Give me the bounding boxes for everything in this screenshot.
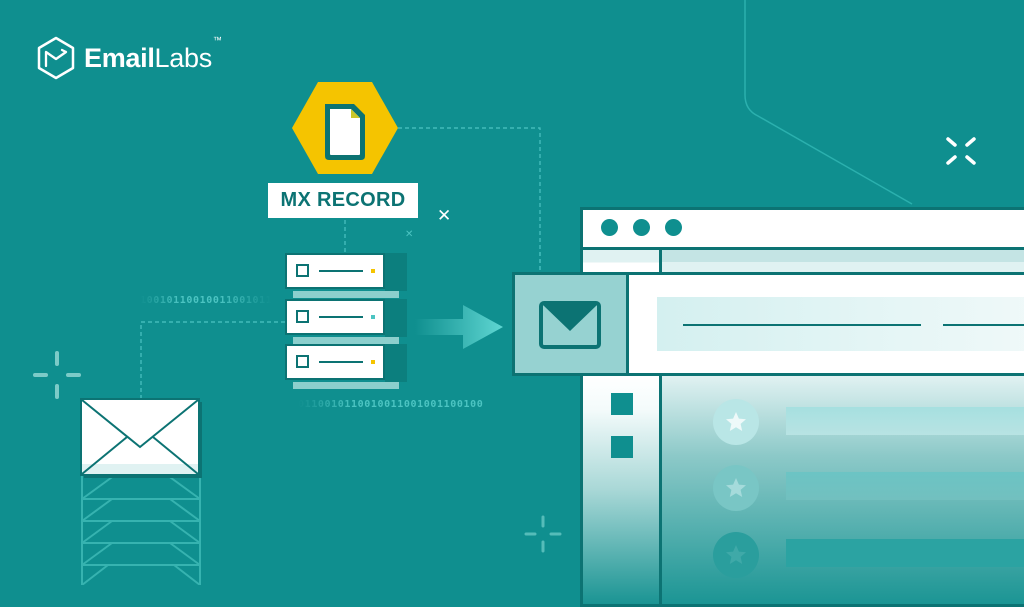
arrow-right-icon [415, 305, 503, 349]
server-shelf [293, 291, 399, 298]
mx-hexagon-badge [292, 82, 398, 174]
mail-row[interactable] [786, 539, 1024, 567]
folder-icon[interactable] [611, 393, 633, 415]
mail-thumbnail [515, 275, 629, 373]
window-dot-icon[interactable] [601, 219, 618, 236]
star-icon[interactable] [713, 465, 759, 511]
window-dot-icon[interactable] [633, 219, 650, 236]
subject-bar [657, 297, 1024, 351]
server-shelf [293, 337, 399, 344]
browser-tab-row [583, 250, 1024, 275]
document-icon [325, 104, 365, 160]
close-x-icon: ✕ [437, 206, 452, 226]
mx-record-label: MX RECORD [268, 183, 418, 218]
server-unit-1 [285, 253, 385, 289]
mail-icon [539, 301, 601, 349]
star-icon[interactable] [713, 532, 759, 578]
envelope-icon [80, 398, 202, 478]
scaffold-tower [81, 475, 201, 585]
emaillabs-logo: EmailLabs™ [36, 34, 222, 80]
server-side [385, 299, 407, 337]
server-unit-3 [285, 344, 385, 380]
star-icon[interactable] [713, 399, 759, 445]
sparkle-x-icon [946, 137, 976, 165]
decorative-line [140, 0, 913, 400]
sparkle-cross-icon [524, 515, 562, 553]
mail-row[interactable] [786, 472, 1024, 500]
binary-stream-bottom: 0110010110010011001001100100 [298, 399, 484, 410]
brand-name: EmailLabs™ [84, 34, 222, 73]
binary-stream-top: 10010110010011001011 [140, 295, 273, 306]
server-side [385, 253, 407, 291]
selected-mail-row[interactable] [512, 272, 1024, 376]
cube-mail-icon [37, 36, 75, 80]
server-unit-2 [285, 299, 385, 335]
folder-icon[interactable] [611, 436, 633, 458]
window-dot-icon[interactable] [665, 219, 682, 236]
small-x-icon: ✕ [405, 229, 414, 240]
mail-sidebar [583, 375, 662, 604]
mail-row[interactable] [786, 407, 1024, 435]
browser-titlebar [583, 210, 1024, 250]
browser-window [580, 207, 1024, 607]
server-side [385, 344, 407, 382]
server-shelf [293, 382, 399, 389]
sparkle-cross-icon [33, 351, 81, 399]
